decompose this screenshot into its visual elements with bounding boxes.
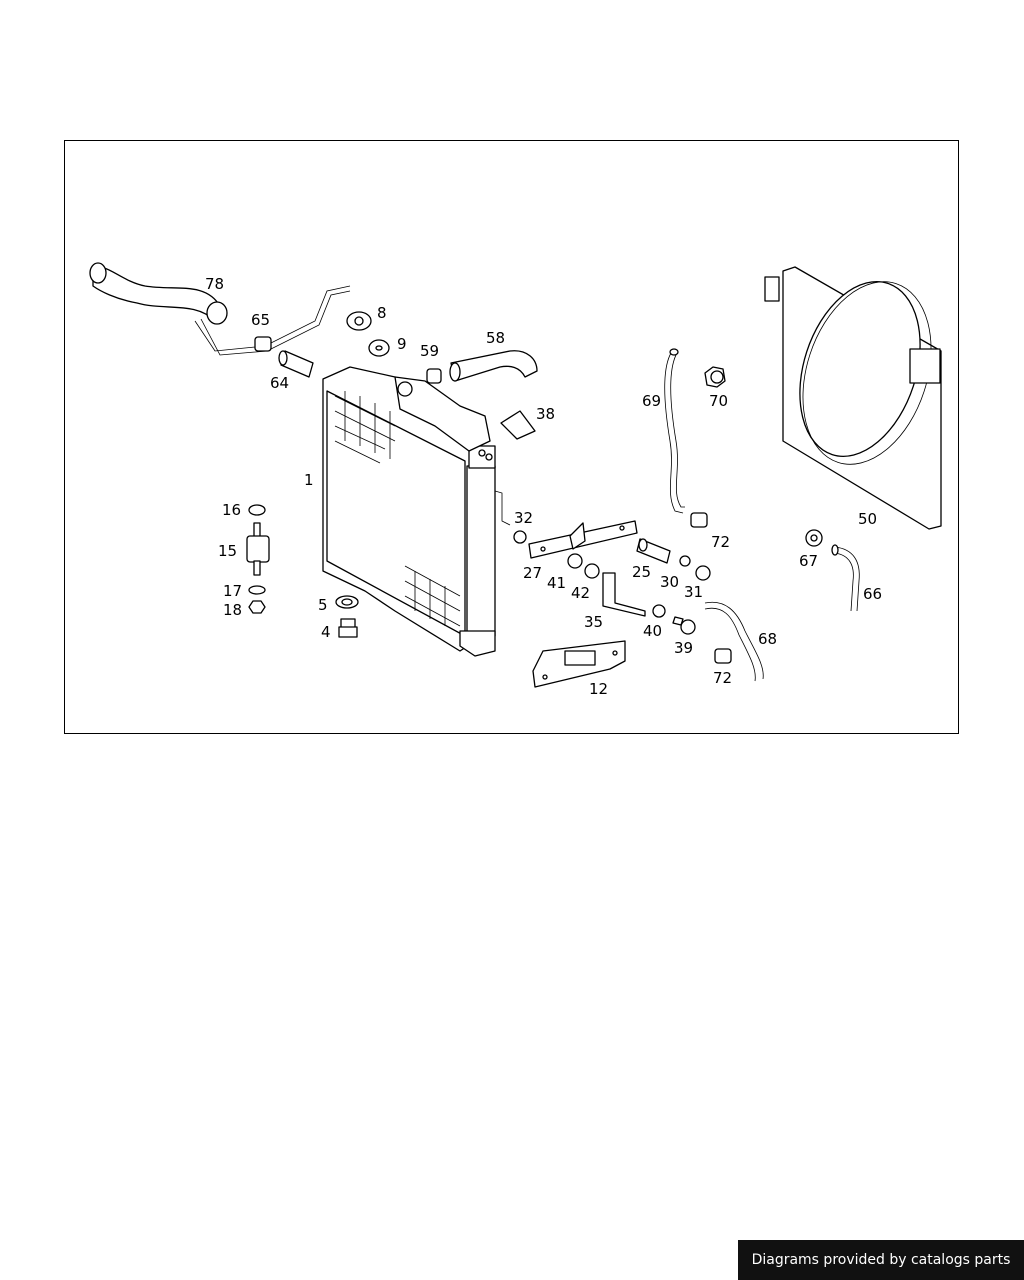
part-69-hose: [664, 348, 685, 514]
callout-58: 58: [486, 329, 505, 347]
callout-4: 4: [321, 623, 331, 641]
part-72-clamp-upper: [690, 512, 708, 528]
part-9-washer: [368, 339, 390, 357]
callout-15: 15: [218, 542, 237, 560]
callout-40: 40: [643, 622, 662, 640]
callout-64: 64: [270, 374, 289, 392]
part-68-hose: [704, 601, 764, 682]
part-42-washer: [584, 563, 600, 579]
callout-65: 65: [251, 311, 270, 329]
callout-30: 30: [660, 573, 679, 591]
part-70-cap: [704, 366, 726, 388]
callout-27: 27: [523, 564, 542, 582]
callout-9: 9: [397, 335, 407, 353]
part-38-bracket: [500, 410, 536, 440]
part-4-plug: [338, 618, 358, 638]
part-12-bracket: [532, 640, 626, 688]
part-16-washer: [248, 504, 266, 516]
part-41-nut: [567, 553, 583, 569]
part-5-washer: [335, 595, 359, 609]
callout-68: 68: [758, 630, 777, 648]
callout-59: 59: [420, 342, 439, 360]
callout-38: 38: [536, 405, 555, 423]
callout-78: 78: [205, 275, 224, 293]
part-72-clamp-lower: [714, 648, 732, 664]
part-32-grommet: [494, 490, 527, 544]
radiator-exploded-diagram: 78 65 64 8 9 59 58 38 69 70 1 16 15 17 1…: [89, 262, 942, 698]
callout-67: 67: [799, 552, 818, 570]
callout-8: 8: [377, 304, 387, 322]
callout-25: 25: [632, 563, 651, 581]
footer-credit: Diagrams provided by catalogs parts: [738, 1240, 1024, 1280]
part-8-cap: [346, 311, 372, 331]
callout-17: 17: [223, 582, 242, 600]
part-58-hose: [449, 350, 538, 382]
callout-18: 18: [223, 601, 242, 619]
part-65-pipe: [194, 285, 351, 356]
callout-31: 31: [684, 583, 703, 601]
callout-66: 66: [863, 585, 882, 603]
callout-72-upper: 72: [711, 533, 730, 551]
part-64-sleeve: [278, 350, 314, 378]
part-1-radiator: [322, 366, 496, 657]
parts-diagram-frame: 78 65 64 8 9 59 58 38 69 70 1 16 15 17 1…: [64, 140, 959, 734]
part-40-washer: [652, 604, 666, 618]
part-25-temperature-switch: [636, 538, 671, 564]
part-15-rubber-mount: [246, 522, 270, 576]
part-39-bolt: [672, 616, 696, 635]
callout-50: 50: [858, 510, 877, 528]
callout-32: 32: [514, 509, 533, 527]
part-31-nut: [695, 565, 711, 581]
callout-5: 5: [318, 596, 328, 614]
callout-72-lower: 72: [713, 669, 732, 687]
callout-42: 42: [571, 584, 590, 602]
callout-1: 1: [304, 471, 314, 489]
callout-41: 41: [547, 574, 566, 592]
callout-16: 16: [222, 501, 241, 519]
part-30-seal: [679, 555, 691, 567]
part-27-bracket: [528, 520, 638, 559]
callout-39: 39: [674, 639, 693, 657]
part-66-pipe: [831, 544, 860, 612]
part-78-upper-hose: [89, 262, 228, 325]
part-17-washer: [248, 585, 266, 595]
part-18-nut: [248, 600, 266, 614]
callout-70: 70: [709, 392, 728, 410]
part-59-clamp: [426, 368, 442, 384]
part-50-fan-shroud: [764, 266, 942, 530]
part-67-nut: [805, 529, 823, 547]
callout-12: 12: [589, 680, 608, 698]
part-35-bracket: [602, 572, 646, 617]
callout-35: 35: [584, 613, 603, 631]
callout-69: 69: [642, 392, 661, 410]
